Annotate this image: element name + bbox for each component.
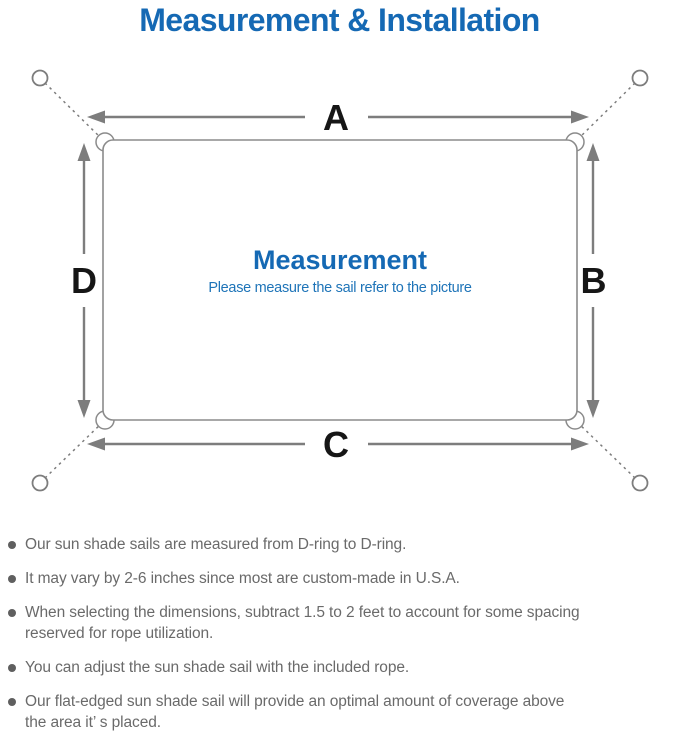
bullet-icon <box>8 698 16 706</box>
arrowhead-icon <box>586 143 600 161</box>
arrowhead-icon <box>571 110 589 124</box>
bullet-icon <box>8 664 16 672</box>
label-d: D <box>71 260 97 301</box>
sail-outline <box>102 139 578 421</box>
diagram-center-subtitle: Please measure the sail refer to the pic… <box>208 280 471 296</box>
rope-top-right <box>575 82 636 142</box>
rope-dashed-lines <box>44 82 636 479</box>
rope-bottom-right <box>575 420 636 479</box>
label-c: C <box>323 424 349 465</box>
arrowhead-icon <box>77 143 91 161</box>
list-item: Our flat-edged sun shade sail will provi… <box>0 691 679 733</box>
arrow-d <box>77 143 91 418</box>
label-b: B <box>581 260 607 301</box>
dimension-arrows <box>77 110 600 451</box>
bullet-icon <box>8 541 16 549</box>
page-title: Measurement & Installation <box>139 2 540 38</box>
list-item: You can adjust the sun shade sail with t… <box>0 657 679 678</box>
notes-list: Our sun shade sails are measured from D-… <box>0 534 679 739</box>
anchor-point-icons <box>31 69 649 492</box>
anchor-ring-bottom-right-icon <box>631 474 649 492</box>
diagram-center-title: Measurement <box>253 245 427 275</box>
arrowhead-icon <box>87 110 105 124</box>
bullet-icon <box>8 609 16 617</box>
arrowhead-icon <box>571 437 589 451</box>
bullet-icon <box>8 575 16 583</box>
note-text: Our flat-edged sun shade sail will provi… <box>25 693 565 731</box>
note-text: Our sun shade sails are measured from D-… <box>25 536 407 553</box>
anchor-ring-top-right-icon <box>631 69 649 87</box>
dimension-labels: A C D B <box>71 97 607 465</box>
arrowhead-icon <box>586 400 600 418</box>
measurement-diagram: A C D B Measurement Please measure the s… <box>31 69 649 492</box>
list-item: It may vary by 2-6 inches since most are… <box>0 568 679 589</box>
arrow-a <box>87 110 589 124</box>
rope-bottom-left <box>44 420 105 479</box>
arrowhead-icon <box>77 400 91 418</box>
list-item: When selecting the dimensions, subtract … <box>0 602 679 644</box>
arrow-c <box>87 437 589 451</box>
note-text: It may vary by 2-6 inches since most are… <box>25 570 460 587</box>
anchor-ring-top-left-icon <box>31 69 49 87</box>
note-text: When selecting the dimensions, subtract … <box>25 604 580 642</box>
rope-top-left <box>44 82 105 142</box>
arrow-b <box>586 143 600 418</box>
arrowhead-icon <box>87 437 105 451</box>
note-text: You can adjust the sun shade sail with t… <box>25 659 410 676</box>
label-a: A <box>323 97 349 138</box>
anchor-ring-bottom-left-icon <box>31 474 49 492</box>
list-item: Our sun shade sails are measured from D-… <box>0 534 679 555</box>
